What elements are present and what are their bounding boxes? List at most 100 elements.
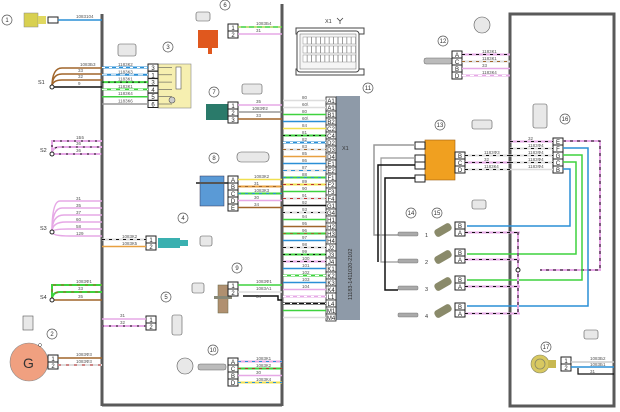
x1-cavity	[324, 54, 330, 63]
svg-text:1: 1	[231, 104, 235, 110]
wire-label: 98	[302, 242, 308, 247]
svg-text:S1: S1	[38, 80, 45, 86]
motor-icon	[168, 96, 176, 104]
svg-text:2: 2	[231, 291, 235, 297]
svg-text:35: 35	[256, 99, 262, 104]
pin-label: B	[458, 251, 462, 257]
svg-text:5: 5	[164, 295, 168, 301]
pin-label: B	[455, 67, 459, 73]
ecu-pin-label: D3	[327, 148, 335, 154]
coil-body	[424, 139, 456, 181]
pin-label: G	[556, 154, 561, 160]
svg-text:8: 8	[212, 156, 216, 162]
ecu-pin-label: L1	[328, 295, 335, 301]
pin-label: A	[458, 312, 462, 318]
pin-label: E	[556, 140, 560, 146]
wire-label: 1183Ф4	[528, 150, 544, 155]
wire-label: 37	[76, 210, 82, 215]
wire-label: 94	[302, 214, 308, 219]
x1-cavity	[316, 36, 321, 45]
x1-cavity	[346, 45, 352, 54]
x1-cavity	[311, 54, 316, 63]
x1-cavity	[324, 45, 330, 54]
wire-label: 60\	[302, 102, 309, 107]
svg-text:1: 1	[149, 318, 153, 324]
x1-cavity	[320, 54, 325, 63]
x1-cavity	[338, 54, 343, 63]
wire-label: 30	[256, 370, 262, 375]
wire-label: 1183К4	[482, 70, 497, 75]
injector	[434, 304, 452, 318]
throttle-body: 3 31183К211183К331183К141183К151183К4611…	[102, 41, 192, 109]
canister-purge-valve: 6 1 2 1083Б4 31	[195, 0, 282, 54]
svg-text:33: 33	[78, 68, 84, 73]
wire-label: 80	[302, 95, 308, 100]
ecu-pin-label: F3	[327, 190, 335, 196]
wire-label: 34	[254, 202, 260, 207]
splice-node	[515, 267, 521, 273]
ecu-pin-label: K2	[327, 274, 335, 280]
x1-cavity	[316, 45, 321, 54]
svg-text:1083Ф1: 1083Ф1	[76, 279, 92, 284]
x1-cavity	[307, 36, 312, 45]
svg-text:1083А1: 1083А1	[256, 286, 272, 291]
ecu-pin-label: K3	[327, 281, 335, 287]
x1-cavity	[302, 45, 308, 54]
svg-text:32: 32	[120, 320, 126, 325]
svg-text:1083Б4: 1083Б4	[256, 21, 272, 26]
svg-text:4: 4	[181, 216, 185, 222]
svg-text:G: G	[23, 355, 34, 371]
ecu-pin-label: F1	[327, 176, 335, 182]
ecu-pin-label: H3	[327, 232, 335, 238]
ecu-pin-label: A1	[327, 106, 335, 112]
wire-label: 32	[528, 136, 534, 141]
splice-label: S3	[40, 226, 47, 232]
wire-label: 1083К4	[256, 377, 272, 382]
svg-text:1083Ф3: 1083Ф3	[76, 352, 92, 357]
wire-label: 31	[76, 196, 82, 201]
svg-text:1083Б3: 1083Б3	[80, 62, 96, 67]
svg-text:9: 9	[78, 81, 81, 86]
ecu-pin-label: B1	[327, 113, 335, 119]
ecu-part-number: 11183-1411020-2102	[348, 249, 354, 300]
svg-text:2: 2	[51, 364, 55, 370]
pin-label: B	[458, 278, 462, 284]
x1-cavity	[342, 45, 347, 54]
wire-label: 80	[302, 109, 308, 114]
ecu-pin-label: G4	[327, 211, 336, 217]
wire-label: 97	[302, 235, 308, 240]
resistor	[175, 66, 182, 90]
phase-sensor: 7 1 2 3 35 1083Ф2 33	[206, 83, 282, 124]
wire-label: 102	[302, 270, 310, 275]
pin-label: B	[556, 168, 560, 174]
svg-text:11: 11	[365, 86, 372, 92]
ecu-pin-label: J3	[328, 253, 335, 259]
wire-label: 81	[302, 130, 308, 135]
ecu-unit: 11 X1 11183-1411020-2102 A1A1B1B2C2C4D2D…	[325, 82, 374, 322]
svg-text:17: 17	[543, 345, 550, 351]
pin-label: F	[556, 147, 560, 153]
x1-cavity	[351, 45, 356, 54]
wire-label: 104	[302, 284, 310, 289]
ecu-pin-label: L4	[328, 302, 335, 308]
svg-text:1083Ф2: 1083Ф2	[252, 106, 268, 111]
svg-text:1083Ф3: 1083Ф3	[76, 359, 92, 364]
x1-cavity	[342, 54, 347, 63]
wire-label: 84	[302, 123, 308, 128]
svg-text:31: 31	[590, 369, 596, 374]
pin-label: D	[231, 199, 236, 205]
wire-label: 1183К1	[482, 56, 497, 61]
pin-label: B	[458, 305, 462, 311]
wire-label: 1183К6	[118, 99, 133, 104]
svg-text:36: 36	[76, 148, 82, 153]
crankshaft-position-sensor: 9 1 2 1083Ф1 1083А1 34	[191, 262, 282, 314]
pin-label: 4	[151, 88, 155, 94]
wire-label: 1183Ф4	[528, 157, 544, 162]
wire-label: 87	[302, 165, 308, 170]
pin-label: B	[458, 154, 462, 160]
pin-label: B	[231, 374, 235, 380]
pin-label: 5	[151, 95, 155, 101]
svg-text:14: 14	[408, 211, 415, 217]
